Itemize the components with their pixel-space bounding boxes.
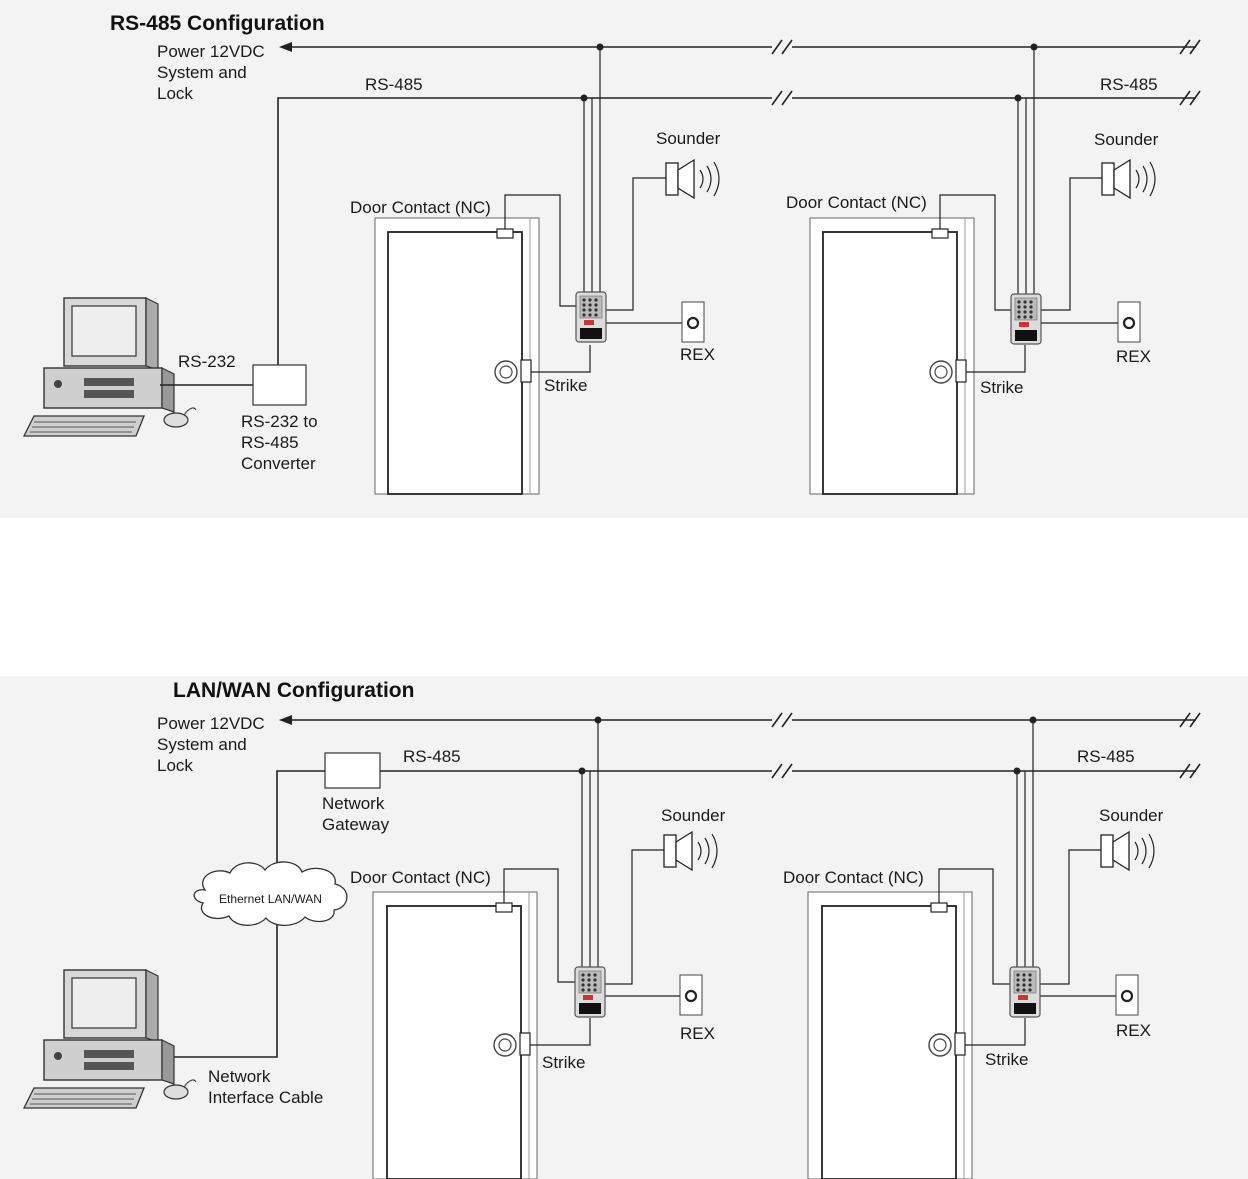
strike-label: Strike (980, 378, 1023, 397)
power-label: Power 12VDC (157, 42, 265, 61)
door-unit-2: Door Contact (NC) Strike Sounder REX (783, 716, 1164, 1179)
strike-icon (955, 359, 967, 383)
door-contact-label: Door Contact (NC) (350, 868, 491, 887)
lanwan-configuration-panel (0, 676, 1248, 1179)
sounder-label: Sounder (661, 806, 726, 825)
door-knob-icon (929, 360, 953, 384)
gateway-label-line2: Gateway (322, 815, 390, 834)
sounder-icon (663, 830, 718, 872)
sounder-label: Sounder (1094, 130, 1159, 149)
strike-icon (954, 1032, 966, 1056)
rex-label: REX (1116, 1021, 1151, 1040)
door-contact-sensor-icon (496, 228, 514, 239)
network-interface-cable (160, 918, 278, 1058)
door-contact-sensor-icon (930, 902, 948, 913)
door-contact-sensor-icon (495, 902, 513, 913)
strike-icon (519, 1032, 531, 1056)
door-unit-1: Door Contact (NC) Strike Sounder (350, 43, 721, 495)
door-contact-label: Door Contact (NC) (350, 198, 491, 217)
rs485-label-right: RS-485 (1077, 747, 1135, 766)
converter-label-line3: Converter (241, 454, 316, 473)
sounder-icon (1100, 830, 1155, 872)
ethernet-cloud-icon (193, 861, 348, 927)
rs232-label: RS-232 (178, 352, 236, 371)
rs485-label-left: RS-485 (365, 75, 423, 94)
door-contact-label: Door Contact (NC) (783, 868, 924, 887)
sounder-label: Sounder (1099, 806, 1164, 825)
door-contact-label: Door Contact (NC) (786, 193, 927, 212)
power-label-line2: System and (157, 735, 247, 754)
power-arrow-icon (279, 715, 292, 725)
cable-label-line2: Interface Cable (208, 1088, 323, 1107)
rs485-label-right: RS-485 (1100, 75, 1158, 94)
converter-label: RS-232 to (241, 412, 318, 431)
rs485-bus (277, 97, 1196, 365)
door-contact-sensor-icon (931, 228, 949, 239)
converter-box (252, 364, 307, 406)
rex-label: REX (1116, 347, 1151, 366)
door-knob-icon (493, 1033, 517, 1057)
strike-label: Strike (542, 1053, 585, 1072)
door-knob-icon (928, 1033, 952, 1057)
power-label-line3: Lock (157, 84, 193, 103)
power-arrow-icon (279, 42, 292, 52)
sounder-label: Sounder (656, 129, 721, 148)
power-label-line2: System and (157, 63, 247, 82)
keypad-reader-icon (1009, 966, 1041, 1018)
computer-workstation-icon (23, 297, 197, 437)
door-unit-1: Door Contact (NC) Strike Sounder REX (350, 716, 726, 1179)
gateway-label: Network (322, 794, 385, 813)
rs485-configuration: RS-485 Configuration Power 12VDC System … (23, 12, 1201, 495)
converter-label-line2: RS-485 (241, 433, 299, 452)
rs485-configuration-panel (0, 0, 1248, 518)
strike-label: Strike (544, 376, 587, 395)
sounder-icon (1101, 158, 1156, 200)
rs485-config-title: RS-485 Configuration (110, 12, 325, 35)
keypad-reader-icon (574, 966, 606, 1018)
lanwan-config-title: LAN/WAN Configuration (173, 679, 414, 702)
rex-label: REX (680, 1024, 715, 1043)
network-gateway-box (324, 752, 381, 789)
power-label: Power 12VDC (157, 714, 265, 733)
strike-label: Strike (985, 1050, 1028, 1069)
sounder-icon (665, 158, 720, 200)
keypad-reader-icon (1010, 293, 1042, 345)
computer-workstation-icon (23, 969, 197, 1109)
rs485-label-left: RS-485 (403, 747, 461, 766)
line-break-marks (771, 712, 1201, 779)
door-knob-icon (494, 360, 518, 384)
rex-label: REX (680, 345, 715, 364)
line-break-marks (771, 39, 1201, 106)
lanwan-configuration: LAN/WAN Configuration Power 12VDC System… (23, 679, 1201, 1179)
keypad-reader-icon (575, 291, 607, 343)
strike-icon (520, 359, 532, 383)
power-label-line3: Lock (157, 756, 193, 775)
door-unit-2: Door Contact (NC) Strike Sounder REX (786, 43, 1159, 495)
cloud-label: Ethernet LAN/WAN (219, 892, 322, 906)
cable-label: Network (208, 1067, 271, 1086)
